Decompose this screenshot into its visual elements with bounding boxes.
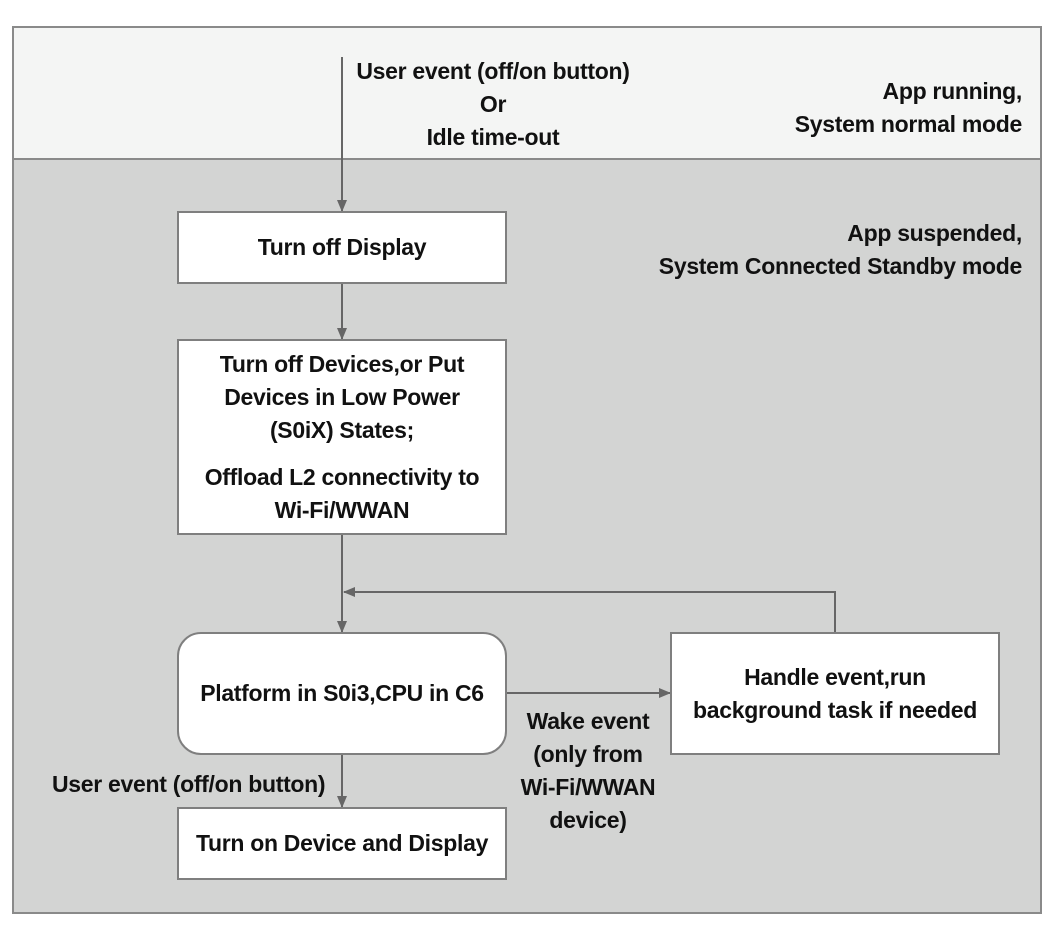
arrow-handle-loop-back bbox=[343, 587, 836, 632]
running-zone-line2: System normal mode bbox=[794, 111, 1023, 137]
devices-line5: Wi-Fi/WWAN bbox=[274, 496, 410, 523]
turn-off-display-box: Turn off Display bbox=[177, 211, 507, 284]
user-event-text: User event (off/on button) bbox=[52, 771, 326, 797]
app-suspended-zone bbox=[12, 158, 1042, 914]
handle-event-line1: Handle event,run bbox=[744, 663, 926, 690]
app-running-zone bbox=[12, 26, 1042, 160]
wake-event-line4: device) bbox=[549, 807, 627, 833]
running-zone-line1: App running, bbox=[882, 78, 1023, 104]
wake-event-line2: (only from bbox=[533, 741, 643, 767]
turn-on-device-box: Turn on Device and Display bbox=[177, 807, 507, 880]
top-event-line1: User event (off/on button) bbox=[356, 58, 630, 84]
wake-event-line3: Wi-Fi/WWAN bbox=[520, 774, 656, 800]
top-event-label: User event (off/on button) Or Idle time-… bbox=[340, 55, 646, 154]
devices-line1: Turn off Devices,or Put bbox=[219, 350, 465, 377]
handle-event-line2: background task if needed bbox=[693, 696, 977, 723]
user-event-label: User event (off/on button) bbox=[52, 768, 326, 801]
handle-event-box: Handle event,run background task if need… bbox=[670, 632, 1000, 755]
platform-state-label: Platform in S0i3,CPU in C6 bbox=[200, 680, 484, 706]
wake-event-line1: Wake event bbox=[526, 708, 650, 734]
turn-off-devices-box: Turn off Devices,or Put Devices in Low P… bbox=[177, 339, 507, 535]
platform-state-box: Platform in S0i3,CPU in C6 bbox=[177, 632, 507, 755]
devices-line4: Offload L2 connectivity to bbox=[204, 463, 480, 490]
top-event-line2: Or bbox=[479, 91, 507, 117]
turn-off-display-label: Turn off Display bbox=[257, 234, 427, 260]
top-event-line3: Idle time-out bbox=[426, 124, 560, 150]
devices-line2: Devices in Low Power bbox=[224, 383, 460, 410]
wake-event-label: Wake event (only from Wi-Fi/WWAN device) bbox=[508, 705, 668, 837]
standby-zone-line2: System Connected Standby mode bbox=[658, 253, 1023, 279]
turn-on-device-label: Turn on Device and Display bbox=[195, 830, 489, 856]
devices-line3: (S0iX) States; bbox=[269, 416, 415, 443]
standby-zone-line1: App suspended, bbox=[847, 220, 1022, 246]
standby-zone-label: App suspended, System Connected Standby … bbox=[658, 217, 1023, 283]
running-zone-label: App running, System normal mode bbox=[794, 75, 1023, 141]
